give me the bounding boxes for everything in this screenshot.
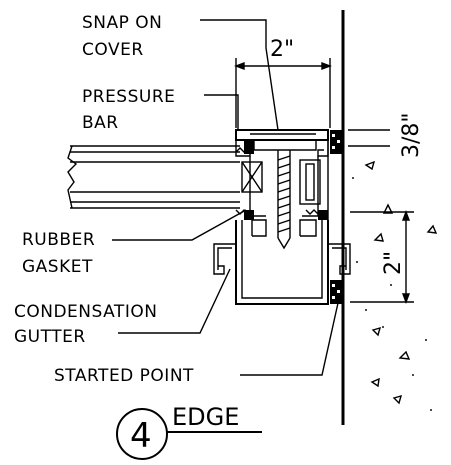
small-dimension-text: 3/8" — [399, 112, 424, 158]
right-dimension — [350, 210, 414, 304]
sealant-blocks — [327, 130, 343, 304]
pressure-bar — [249, 140, 321, 217]
label-started-point: STARTED POINT — [54, 366, 194, 386]
rubber-gaskets — [235, 140, 328, 220]
label-gasket: GASKET — [22, 257, 93, 277]
top-dimension-text: 2" — [270, 37, 294, 62]
label-rubber: RUBBER — [22, 230, 95, 250]
concrete-hatch — [352, 160, 438, 411]
label-snap-on: SNAP ON — [82, 13, 162, 33]
leader-lines — [112, 19, 339, 376]
condensation-gutters — [213, 243, 351, 275]
label-pressure: PRESSURE — [82, 87, 175, 107]
right-dimension-text: 2" — [381, 251, 406, 275]
mullion-body — [235, 219, 329, 305]
detail-marker — [116, 408, 262, 460]
detail-number: 4 — [130, 416, 152, 456]
glass-panel — [67, 145, 263, 209]
label-cover: COVER — [82, 40, 144, 60]
small-dimension — [348, 129, 390, 147]
detail-title: EDGE — [172, 403, 239, 431]
label-condensation: CONDENSATION — [14, 302, 157, 322]
screw — [277, 150, 291, 250]
top-dimension — [234, 58, 332, 128]
label-gutter: GUTTER — [14, 327, 86, 347]
label-bar: BAR — [82, 113, 119, 133]
